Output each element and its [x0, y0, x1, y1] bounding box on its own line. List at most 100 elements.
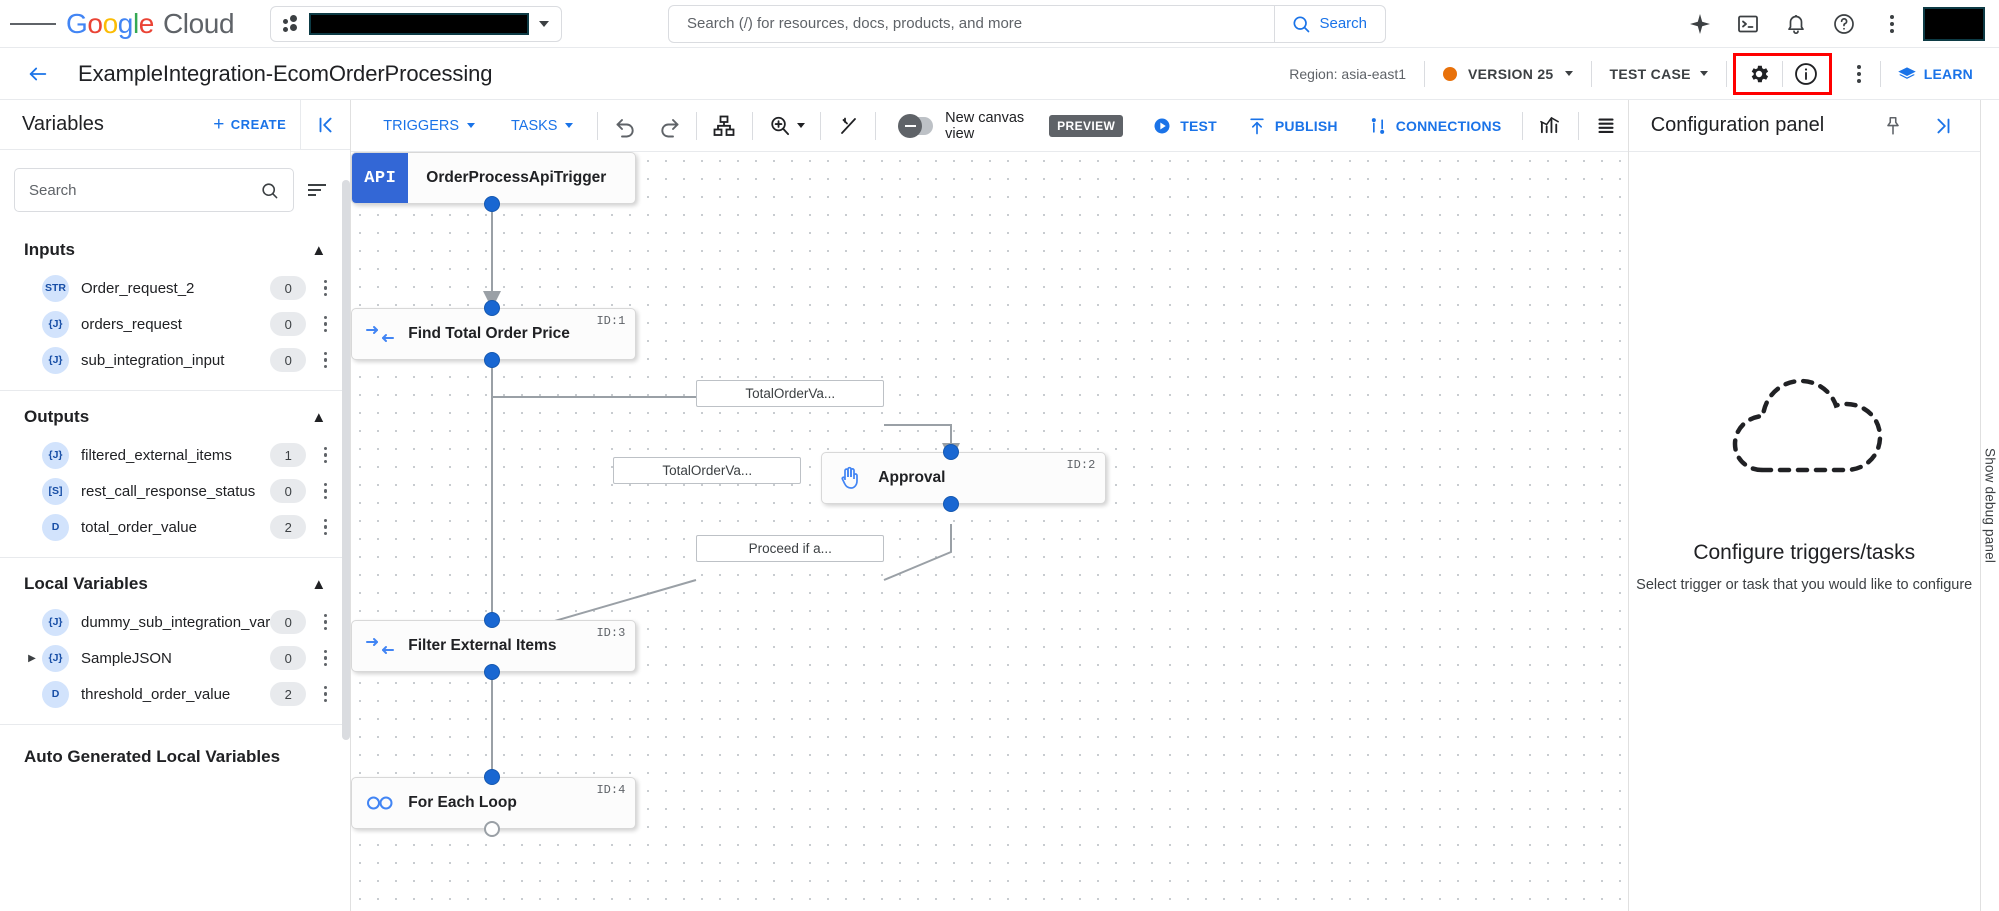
variables-search-box[interactable] — [14, 168, 295, 212]
help-question-icon[interactable] — [1823, 3, 1865, 45]
variable-row[interactable]: {J} dummy_sub_integration_var 0 — [0, 604, 350, 640]
divider — [695, 111, 697, 140]
publish-button[interactable]: PUBLISH — [1232, 116, 1353, 136]
tasks-label: TASKS — [511, 117, 558, 134]
new-canvas-view-toggle[interactable] — [898, 113, 934, 138]
mapping-arrows-icon — [352, 636, 408, 656]
variable-row[interactable]: ▶ {J} SampleJSON 0 — [0, 640, 350, 676]
search-button-label: Search — [1319, 15, 1367, 32]
search-icon — [1293, 16, 1310, 32]
node-output-port[interactable] — [484, 664, 501, 680]
scrollbar-thumb[interactable] — [342, 180, 351, 740]
chevron-up-icon[interactable]: ▲ — [311, 575, 327, 593]
settings-gear-icon[interactable] — [1736, 53, 1782, 95]
back-arrow-icon[interactable] — [18, 54, 58, 94]
flow-node-approval[interactable]: Approval ID:2 — [821, 452, 1107, 504]
show-debug-panel-label[interactable]: Show debug panel — [1982, 447, 1998, 564]
auto-layout-icon[interactable] — [703, 106, 746, 146]
collapse-variables-panel-icon[interactable] — [300, 99, 350, 150]
connections-icon — [1371, 117, 1384, 134]
version-selector[interactable]: VERSION 25 — [1425, 66, 1590, 82]
test-button[interactable]: TEST — [1137, 116, 1232, 136]
edge-label[interactable]: TotalOrderVa... — [696, 380, 885, 407]
logo-letter-o1: o — [87, 7, 103, 39]
node-output-port[interactable] — [484, 352, 501, 368]
navigation-menu-icon[interactable] — [10, 1, 56, 47]
integration-flow-canvas[interactable]: API OrderProcessApiTrigger Find Total Or… — [351, 152, 1628, 911]
header-more-kebab-icon[interactable] — [1838, 53, 1880, 95]
variable-more-kebab-icon[interactable] — [312, 482, 338, 500]
divider — [1781, 60, 1783, 87]
node-output-port[interactable] — [484, 196, 501, 212]
redo-icon[interactable] — [647, 106, 690, 146]
variable-more-kebab-icon[interactable] — [312, 446, 338, 464]
chevron-down-icon — [1564, 71, 1573, 76]
variable-row[interactable]: D threshold_order_value 2 — [0, 676, 350, 712]
section-header-outputs[interactable]: Outputs ▲ — [0, 397, 350, 437]
variable-row[interactable]: {J} sub_integration_input 0 — [0, 342, 350, 378]
logo-letter-o2: o — [102, 7, 119, 39]
sort-filter-icon[interactable] — [308, 184, 332, 196]
variable-row[interactable]: {J} filtered_external_items 1 — [0, 437, 350, 473]
create-variable-button[interactable]: + CREATE — [213, 115, 300, 134]
section-header-local-variables[interactable]: Local Variables ▲ — [0, 564, 350, 604]
node-output-port[interactable] — [484, 821, 501, 837]
test-case-selector[interactable]: TEST CASE — [1592, 66, 1726, 82]
variable-row[interactable]: {J} orders_request 0 — [0, 306, 350, 342]
analytics-chart-icon[interactable] — [1529, 106, 1572, 146]
show-debug-panel-rail[interactable]: Show debug panel — [1979, 100, 1999, 911]
more-kebab-icon[interactable] — [1871, 3, 1913, 45]
variable-more-kebab-icon[interactable] — [312, 351, 338, 369]
tasks-menu[interactable]: TASKS — [493, 118, 591, 134]
pin-icon[interactable] — [1870, 105, 1916, 147]
info-circle-icon[interactable] — [1783, 53, 1829, 95]
flow-node-for-each-loop[interactable]: For Each Loop ID:4 — [351, 777, 637, 829]
node-input-port[interactable] — [943, 444, 960, 460]
variable-count-badge: 0 — [270, 610, 307, 634]
mapping-arrows-icon — [352, 324, 408, 344]
gemini-sparkle-icon[interactable] — [1679, 3, 1721, 45]
edge-label[interactable]: Proceed if a... — [696, 535, 885, 562]
publish-upload-icon — [1250, 118, 1264, 134]
chevron-up-icon[interactable]: ▲ — [311, 408, 327, 426]
variable-more-kebab-icon[interactable] — [312, 518, 338, 536]
collapse-right-icon[interactable] — [1920, 105, 1966, 147]
magic-wand-icon[interactable] — [827, 106, 870, 146]
variable-row[interactable]: [S] rest_call_response_status 0 — [0, 473, 350, 509]
logs-list-icon[interactable] — [1585, 106, 1628, 146]
search-input[interactable] — [669, 15, 1275, 32]
divider — [1590, 60, 1592, 87]
cloud-shell-icon[interactable] — [1727, 3, 1769, 45]
flow-node-find-total-order-price[interactable]: Find Total Order Price ID:1 — [351, 308, 637, 360]
project-selector[interactable] — [270, 5, 563, 42]
variable-more-kebab-icon[interactable] — [312, 315, 338, 333]
node-id: ID:1 — [596, 314, 626, 328]
search-button[interactable]: Search — [1274, 5, 1385, 42]
variable-name: SampleJSON — [81, 649, 172, 667]
node-input-port[interactable] — [484, 612, 501, 628]
notifications-bell-icon[interactable] — [1775, 3, 1817, 45]
variables-scrollbar[interactable] — [342, 150, 351, 911]
triggers-menu[interactable]: TRIGGERS — [365, 118, 493, 134]
connections-button[interactable]: CONNECTIONS — [1353, 116, 1517, 136]
global-search[interactable]: Search — [668, 4, 1386, 43]
node-input-port[interactable] — [484, 300, 501, 316]
variable-type-badge: {J} — [42, 608, 69, 636]
node-output-port[interactable] — [943, 496, 960, 512]
undo-icon[interactable] — [604, 106, 647, 146]
variable-row[interactable]: D total_order_value 2 — [0, 509, 350, 545]
expand-triangle-icon[interactable]: ▶ — [28, 652, 36, 664]
variable-more-kebab-icon[interactable] — [312, 649, 338, 667]
zoom-control[interactable] — [759, 106, 814, 146]
variable-more-kebab-icon[interactable] — [312, 279, 338, 297]
variables-search-input[interactable] — [29, 181, 261, 199]
avatar[interactable] — [1923, 6, 1985, 41]
variable-more-kebab-icon[interactable] — [312, 685, 338, 703]
chevron-up-icon[interactable]: ▲ — [311, 241, 327, 259]
learn-button[interactable]: LEARN — [1881, 64, 1989, 84]
edge-label[interactable]: TotalOrderVa... — [613, 457, 802, 484]
section-header-inputs[interactable]: Inputs ▲ — [0, 230, 350, 270]
variable-row[interactable]: STR Order_request_2 0 — [0, 270, 350, 306]
variable-more-kebab-icon[interactable] — [312, 613, 338, 631]
node-input-port[interactable] — [484, 769, 501, 785]
